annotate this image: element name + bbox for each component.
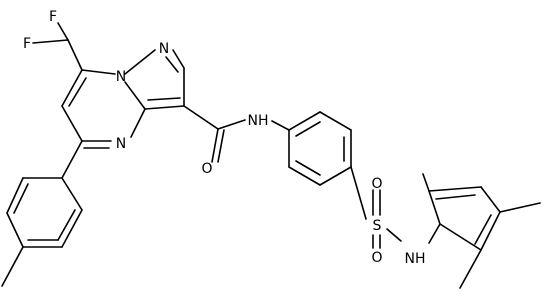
atom-label-o2: O: [371, 176, 382, 192]
atom-labels: F F N N N O NH S O O NH: [23, 9, 426, 267]
atom-label-nh2: NH: [405, 251, 426, 267]
atom-label-nh1: NH: [248, 113, 269, 129]
atom-label-o3: O: [371, 250, 382, 266]
atom-label-n3: N: [116, 136, 126, 152]
atom-label-f2: F: [23, 36, 31, 52]
atom-label-o1: O: [201, 161, 212, 177]
atom-label-n2: N: [159, 41, 169, 57]
atom-label-s1: S: [373, 218, 382, 234]
atom-label-f1: F: [49, 9, 57, 25]
bond-lines: [1, 22, 541, 289]
atom-label-n1: N: [116, 69, 126, 85]
